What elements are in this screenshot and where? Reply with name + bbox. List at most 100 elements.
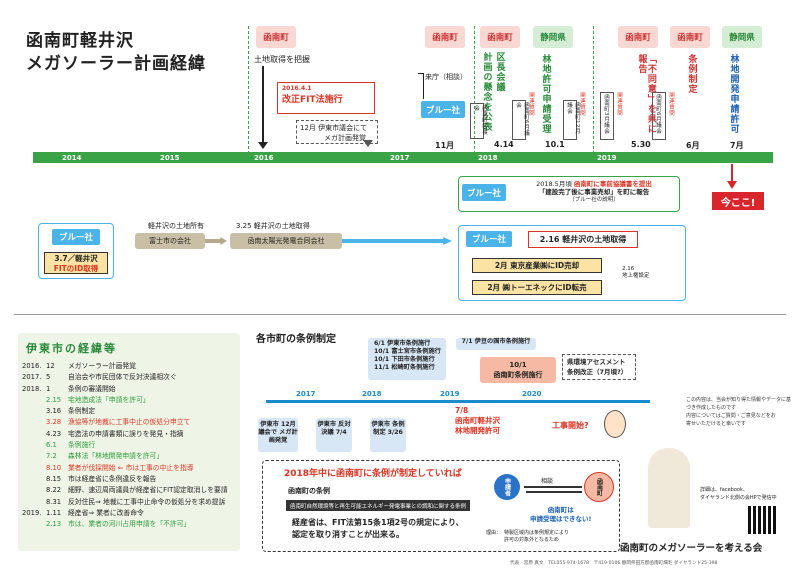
riyu3: 許可の対象外となるため: [504, 537, 559, 543]
june2: 6月: [686, 141, 700, 150]
ito-item-month: 8.10: [46, 463, 62, 472]
ito-item-text: 森林法「林地開発申請を許可」: [68, 452, 164, 461]
ord-year-2018: 2018: [362, 390, 382, 398]
june-gikai: 函南町6月議会: [515, 102, 529, 136]
keikaku-text: 計画の懸念を公表: [481, 52, 492, 132]
ito-item-year: 2018.: [22, 384, 42, 393]
ito-item-year: [22, 406, 46, 417]
footer-note3: 内容についてはご質問・ご意見などをお: [686, 413, 776, 419]
fit-date: 2016.4.1: [282, 85, 312, 92]
ito-item-month: 3.28: [46, 418, 62, 427]
ord-list-1: 10/1 富士宮市条例施行: [374, 348, 441, 355]
divider-2016: [248, 26, 249, 154]
sns2: ダイヤランド北側の会HPで発信中: [700, 495, 777, 501]
ito-item-text: 条例施行: [68, 441, 96, 450]
ito-item-year: [22, 497, 46, 508]
footer-note1: この内容は、当会が知り得た情報やデータに基: [686, 397, 792, 403]
may-notice4: （ブルー社の説明）: [569, 197, 619, 203]
koji-label: 工事開始?: [552, 421, 589, 430]
rinchi: 林地開発申請許可: [728, 54, 739, 134]
ord-list-3: 11/1 松崎町条例施行: [374, 364, 435, 371]
ito-item-year: 2017.: [22, 373, 42, 382]
riyu1: 理由：: [486, 530, 502, 536]
ito-item-year: [22, 485, 46, 496]
teitou: 地上権設定: [622, 273, 650, 279]
ito-item-year: 2019.: [22, 508, 42, 517]
kenjo-box: 県環境アセスメント 条例改正（7月頃?）: [562, 354, 636, 380]
bottom-heading: 2018年中に函南町に条例が制定していれば: [284, 469, 462, 479]
section-divider: [14, 314, 786, 315]
arrow-2016: [262, 66, 264, 146]
ito-item-month: 8.31: [46, 497, 62, 506]
year-2017: 2017: [390, 154, 410, 162]
qr-code-icon[interactable]: [748, 506, 776, 534]
kanren-4: 関連質問: [668, 92, 674, 116]
apr14: 4.14: [494, 140, 514, 149]
ringen: 林地許可申請受理: [540, 54, 551, 134]
visit-connector: [418, 73, 424, 99]
refuse2: 申請受理はできない!: [530, 515, 592, 523]
kannami-dev2: 林地開発許可: [455, 426, 500, 435]
teitou-date: 2.16: [622, 266, 635, 272]
june-gikai-box: 函南町6月議会: [512, 100, 529, 140]
ito-item-text: 条例の審議開始: [68, 384, 116, 393]
footer-note4: 寄せいただけると幸いです: [686, 421, 746, 427]
bottom-bar: 函南町自然環境等と再生可能エネルギー発電事業との調和に関する条例: [286, 500, 470, 511]
ito-item-month: 8.22: [46, 486, 62, 495]
footer-note: この内容は、当会が知り得た情報やデータに基 づき作成したものです 内容については…: [686, 396, 791, 428]
year-2019: 2019: [597, 154, 617, 162]
blue-land-box: [458, 225, 686, 301]
kannami-ord2: 函南町条例施行: [493, 371, 543, 379]
ito-item-year: [22, 519, 46, 530]
applicant-circle: 申請者: [494, 474, 520, 500]
may-notice-text: 2018.5月頃 函南町に事前協議書を提出 「建設完了後に事業売却」を町に報告 …: [510, 180, 678, 204]
kanren-3: 関連質問: [616, 92, 622, 116]
tag-kannami-2017: 函南町: [425, 26, 465, 48]
ord-year-2019: 2019: [440, 390, 460, 398]
mar25-label: 3.25 軽井沢の土地取得: [236, 222, 310, 230]
ito-item-text: 反対住民⇒ 地裁に工事中止命令の仮処分を求め提訴: [68, 497, 226, 506]
ito-item: 8.31 反対住民⇒ 地裁に工事中止命令の仮処分を求め提訴: [22, 497, 238, 508]
kucho-small: 函南町区長会: [473, 105, 487, 135]
kucho-small-box: 函南町区長会: [470, 103, 487, 139]
blue-co-2017: ブルー社: [421, 101, 465, 118]
ito-item-month: 8.15: [46, 474, 62, 483]
kannami-ord-box: 10/1 函南町条例施行: [480, 357, 556, 383]
kannami-dev1: 函南町軽井沢: [455, 416, 500, 425]
divider-2018: [474, 26, 475, 154]
ord-list-0: 6/1 伊東市条例施行: [374, 340, 431, 347]
fudoui: 「不同意」を県に報告: [636, 54, 656, 134]
ito-plan-arrow: [363, 140, 373, 147]
mar-gikai: 函南町3月議会: [603, 94, 609, 134]
ito-item-text: 宅造法の申請書類に誤りを発見・指摘: [68, 429, 184, 438]
ito-item-year: [22, 440, 46, 451]
may-notice2: 函南町に事前協議書を提出: [573, 180, 652, 188]
arrow-owner: [205, 237, 227, 245]
blue-co-land: ブルー社: [466, 231, 512, 247]
ito-item-month: 4.23: [46, 429, 62, 438]
ord-list-2: 10/1 下田市条例施行: [374, 356, 435, 363]
imakoko-line: [731, 164, 733, 184]
ito-item-year: [22, 463, 46, 474]
ito-item-year: [22, 429, 46, 440]
town-circle: 函南町: [584, 472, 614, 502]
tag-kannami-2019b: 函南町: [670, 26, 710, 48]
ito-item-text: 漁協等が地裁に工事中止の仮処分申立て: [68, 418, 191, 427]
soudan-label: 相談: [541, 478, 554, 485]
may-notice3: 「建設完了後に事業売却」を町に報告: [538, 188, 650, 196]
reply-arrow: [526, 491, 582, 493]
footer-note2: づき作成したものです: [686, 405, 737, 411]
org-name: 函南町のメガソーラーを考える会: [620, 543, 763, 554]
man-illustration-icon: [648, 448, 690, 528]
bottom-txt2: 認定を取り消すことが出来る。: [292, 530, 404, 539]
ord-list-box: 6/1 伊東市条例施行 10/1 富士宮市条例施行 10/1 下田市条例施行 1…: [368, 338, 446, 380]
